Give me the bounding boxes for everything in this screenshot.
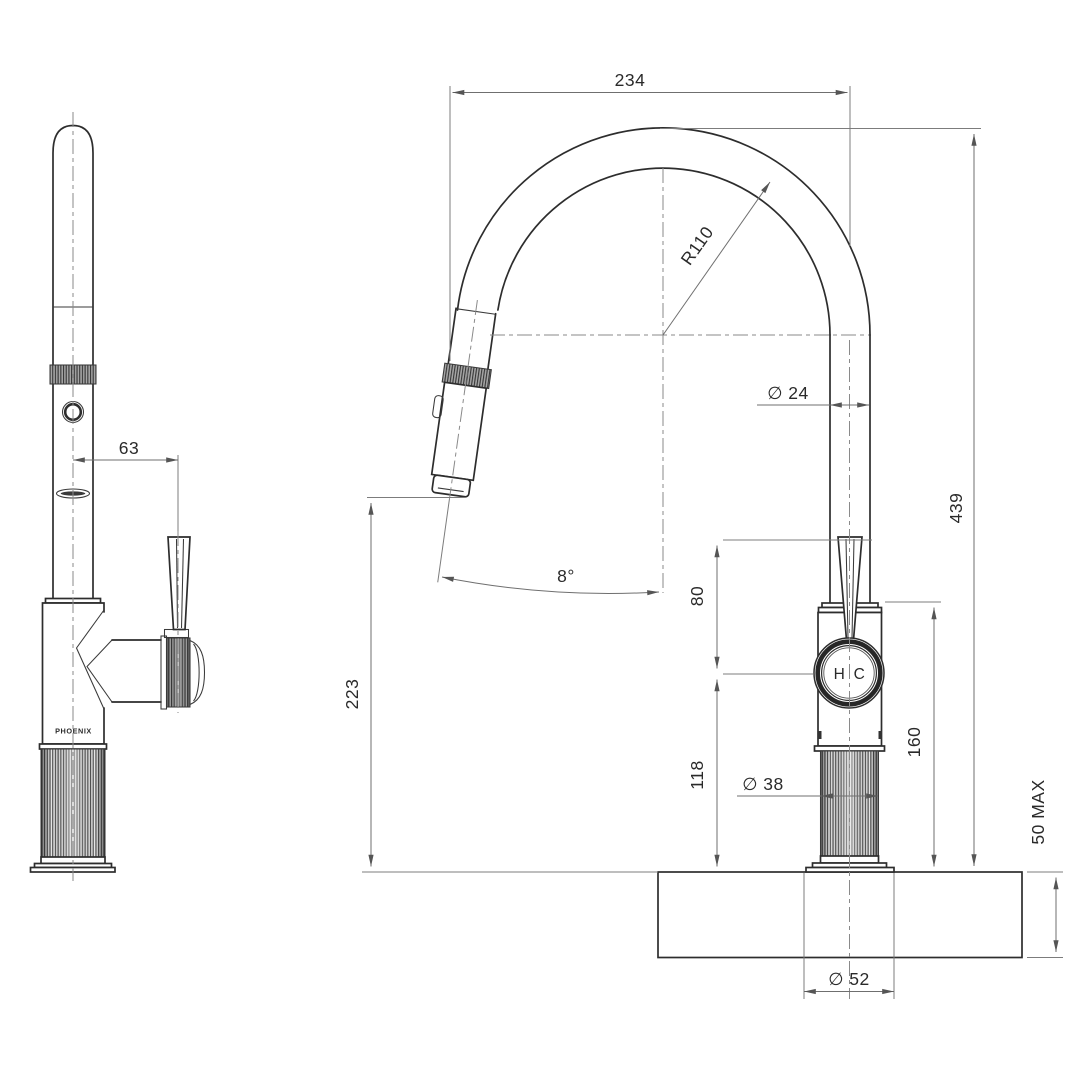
svg-text:223: 223 — [342, 679, 362, 710]
gooseneck-inner-arc — [497, 167, 831, 336]
brand-label: PHOENIX — [55, 727, 92, 736]
side-body — [41, 602, 105, 745]
svg-text:63: 63 — [119, 438, 139, 458]
dimensions: 234 R110 ∅ 24 439 63 8° — [73, 70, 1063, 999]
svg-text:80: 80 — [687, 586, 707, 606]
svg-text:50 MAX: 50 MAX — [1028, 779, 1048, 844]
dim-nozzle-angle: 8° — [441, 566, 660, 596]
dim-overall-height: 439 — [660, 128, 981, 866]
gooseneck-outer-arc — [456, 127, 871, 336]
dim-handle-to-cartridge: 80 — [687, 539, 872, 675]
dim-bend-radius: R110 — [662, 181, 771, 336]
side-view: PHOENIX — [29, 112, 206, 881]
svg-text:8°: 8° — [557, 566, 575, 586]
svg-text:∅ 38: ∅ 38 — [742, 774, 784, 794]
front-view: H C — [430, 127, 895, 999]
svg-text:R110: R110 — [677, 222, 718, 268]
spray-toggle-button — [432, 395, 444, 419]
counter-hatch-area — [657, 871, 1023, 959]
dim-body-dia: ∅ 38 — [737, 774, 878, 799]
svg-text:118: 118 — [687, 760, 707, 789]
dim-nozzle-offset: 63 — [73, 438, 179, 531]
svg-text:160: 160 — [904, 727, 924, 758]
dim-reach: 234 — [449, 70, 851, 361]
side-handle-wheel — [160, 635, 206, 710]
svg-text:∅ 52: ∅ 52 — [828, 969, 870, 989]
dim-cartridge-to-deck: 118 — [687, 679, 720, 867]
pullout-spray-head — [430, 300, 497, 583]
side-branch-elbow — [75, 609, 162, 710]
dim-spout-clearance: 223 — [342, 497, 658, 873]
dial-hot-label: H — [834, 666, 846, 683]
side-lever-handle — [163, 536, 191, 639]
svg-text:∅ 24: ∅ 24 — [767, 383, 809, 403]
dim-deck-to-handle-base: 160 — [885, 601, 941, 867]
dim-base-flange-dia: ∅ 52 — [803, 873, 895, 999]
counter-section — [657, 871, 1023, 959]
svg-text:234: 234 — [615, 70, 646, 90]
dial-cold-label: C — [854, 666, 866, 683]
svg-text:439: 439 — [946, 493, 966, 524]
dim-deck-thickness-max: 50 MAX — [1027, 779, 1063, 958]
dim-spout-tube-dia: ∅ 24 — [757, 383, 869, 408]
